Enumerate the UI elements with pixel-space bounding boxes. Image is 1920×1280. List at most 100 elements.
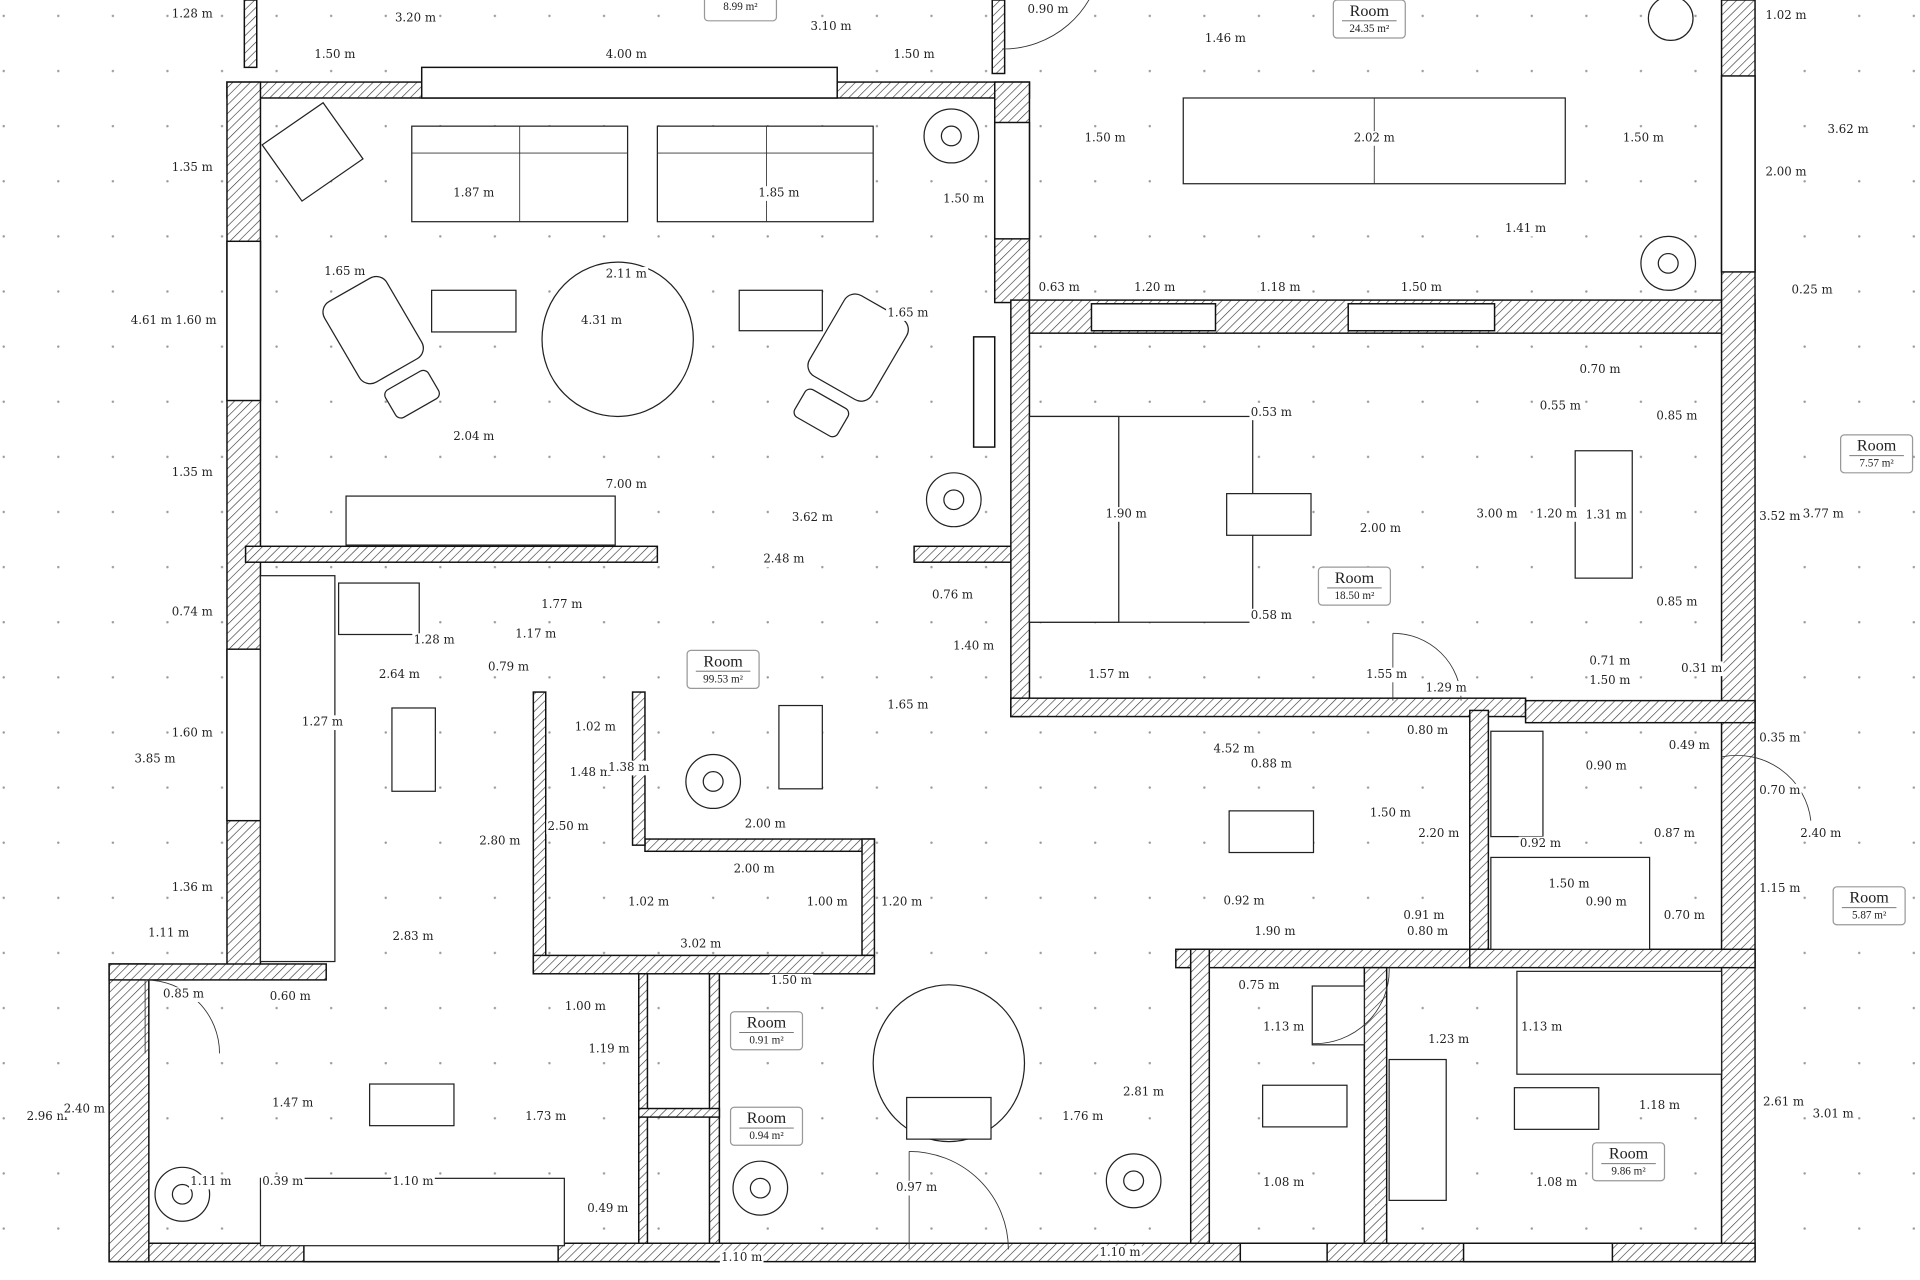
dimension-label: 1.08 m (1263, 1175, 1304, 1189)
sofa[interactable] (411, 125, 629, 223)
dimension-label-bg (170, 605, 215, 620)
round-table[interactable] (541, 261, 694, 418)
dimension-label: 1.46 m (1205, 31, 1246, 45)
bench[interactable] (259, 1177, 565, 1247)
dimension-label-bg (540, 597, 584, 613)
toilet[interactable] (1262, 1084, 1348, 1128)
dimension-label-bg (62, 1102, 107, 1118)
dimension-label: 3.20 m (395, 10, 436, 24)
dimension-label-bg (626, 895, 671, 911)
dimension-label-bg (769, 973, 814, 989)
dimension-label-bg (1652, 826, 1697, 842)
dimension-label-bg (1203, 31, 1248, 47)
bathtub[interactable] (1490, 730, 1544, 838)
dimension-label-bg (451, 186, 496, 201)
dimension-label-bg (260, 1174, 305, 1190)
dimension-label: 1.60 m (172, 726, 213, 740)
dimension-label: 1.50 m (1401, 280, 1442, 294)
cooktop[interactable] (337, 582, 420, 636)
side-table[interactable] (738, 289, 823, 332)
dimension-label-bg (587, 1042, 631, 1058)
side-table[interactable] (431, 289, 517, 333)
dimension-label: 1.11 m (148, 925, 189, 939)
armchair[interactable] (318, 272, 450, 426)
wall (108, 963, 327, 981)
dimension-label-bg (1222, 894, 1266, 909)
dimension-label: 1.27 m (302, 715, 343, 729)
dimension-label-bg (1538, 399, 1583, 415)
dimension-label: 1.10 m (1099, 1245, 1140, 1259)
dimension-label: 0.88 m (1251, 756, 1292, 770)
dimension-label-bg (1761, 1095, 1806, 1110)
dimension-label: 0.39 m (262, 1174, 303, 1188)
wall (638, 1107, 721, 1118)
dimension-label-bg (170, 160, 215, 176)
dimension-label-bg (892, 47, 936, 63)
room-label[interactable]: 8.99 m² (703, 0, 778, 22)
dimension-label: 1.50 m (1085, 130, 1126, 144)
dimension-label-bg (1578, 362, 1622, 378)
window (226, 240, 262, 402)
dimension-label-bg (1584, 895, 1629, 911)
desk[interactable] (368, 1083, 455, 1127)
hall-table[interactable] (1228, 810, 1315, 854)
side-table[interactable] (906, 1096, 992, 1140)
stool[interactable] (391, 707, 436, 792)
dimension-label-bg (604, 47, 649, 63)
bathtub[interactable] (1311, 985, 1365, 1046)
dimension-label-bg (268, 989, 313, 1005)
dimension-label-bg (546, 819, 590, 835)
dimension-label-bg (322, 264, 367, 280)
dimension-label-bg (1083, 131, 1127, 146)
dimension-label: 0.71 m (1589, 653, 1630, 667)
dimension-label: 0.70 m (1664, 908, 1705, 922)
dimension-label-bg (523, 1109, 568, 1125)
dimension-label-bg (1026, 2, 1070, 18)
sofa[interactable] (656, 125, 874, 223)
dimension-label: 1.65 m (324, 264, 365, 278)
tv-bench[interactable] (345, 495, 616, 546)
dimension-label: 1.50 m (314, 47, 355, 61)
dimension-label: 1.76 m (1062, 1109, 1103, 1123)
dimension-label-bg (732, 862, 776, 878)
wall (1189, 948, 1211, 1263)
room-area: 99.53 m² (703, 673, 744, 685)
dimension-label: 1.29 m (1426, 680, 1467, 694)
dimension-label-bg (313, 47, 357, 63)
dimension-label-bg (1790, 282, 1834, 298)
nightstand[interactable] (1513, 1087, 1600, 1130)
dimension-label-bg (1098, 1245, 1142, 1261)
dimension-label: 0.35 m (1759, 731, 1800, 745)
dimension-label: 1.28 m (414, 633, 455, 647)
dimension-label-bg (146, 926, 191, 941)
armchair[interactable] (781, 290, 913, 444)
stool[interactable] (778, 704, 823, 790)
dimension-label: 1.02 m (575, 720, 616, 734)
dimension-label-bg (300, 715, 345, 731)
nightstand[interactable] (1226, 493, 1312, 536)
dimension-label-bg (1518, 836, 1563, 852)
dimension-label-bg (1811, 1107, 1856, 1122)
dimension-label: 0.31 m (1681, 661, 1722, 675)
dimension-label: 1.50 m (1589, 673, 1630, 687)
window (972, 336, 996, 448)
wall (991, 0, 1006, 75)
dimension-label-bg (568, 765, 613, 781)
dimension-label-bg (1826, 122, 1870, 138)
plant-icon (154, 0, 1697, 1222)
dimension-label-bg (1534, 507, 1579, 522)
dimension-label: 1.48 m (570, 765, 611, 779)
dimension-label-bg (1655, 595, 1699, 610)
dimension-label-bg (762, 552, 806, 568)
dimension-label-bg (1258, 280, 1302, 296)
dimension-label-bg (1132, 280, 1177, 296)
